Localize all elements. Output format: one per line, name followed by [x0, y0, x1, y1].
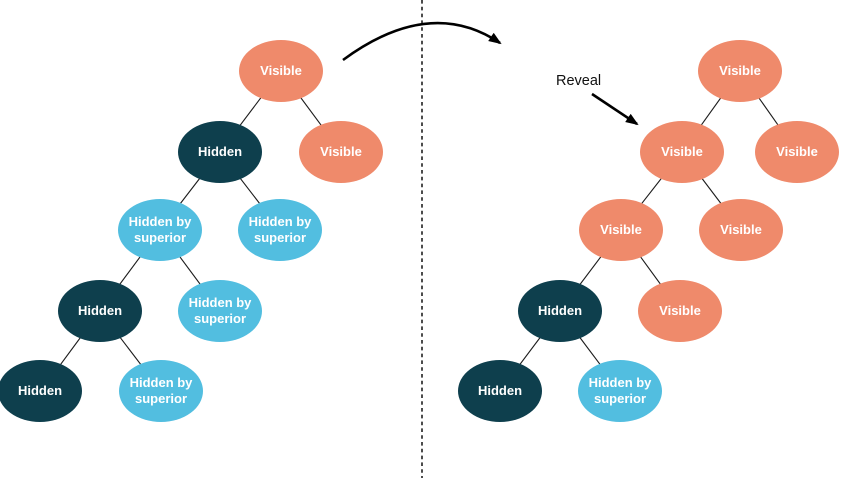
node-label: Visible	[720, 221, 762, 237]
reveal-arrow	[591, 92, 639, 126]
left-tree-node: Hidden by superior	[238, 199, 322, 261]
node-label: Visible	[260, 62, 302, 78]
right-tree-node-root: Visible	[698, 40, 782, 102]
right-tree-node: Hidden by superior	[578, 360, 662, 422]
left-tree-node: Visible	[299, 121, 383, 183]
left-tree-node: Hidden by superior	[119, 360, 203, 422]
node-label: Hidden	[17, 382, 63, 398]
node-label: Visible	[320, 143, 362, 159]
node-label: Visible	[600, 221, 642, 237]
right-tree-node: Visible	[755, 121, 839, 183]
left-tree-node: Hidden by superior	[178, 280, 262, 342]
right-tree-node: Visible	[579, 199, 663, 261]
left-tree-node: Hidden	[58, 280, 142, 342]
right-tree-node: Visible	[699, 199, 783, 261]
transform-arrow	[342, 21, 502, 62]
node-label: Hidden by superior	[128, 213, 192, 245]
right-tree-node-revealed: Visible	[640, 121, 724, 183]
node-label: Hidden	[77, 302, 123, 318]
node-label: Visible	[776, 143, 818, 159]
node-label: Hidden	[477, 382, 523, 398]
node-label: Visible	[659, 302, 701, 318]
left-tree-node: Hidden by superior	[118, 199, 202, 261]
left-tree-node-root: Visible	[239, 40, 323, 102]
right-tree-node: Hidden	[458, 360, 542, 422]
node-label: Hidden by superior	[248, 213, 312, 245]
right-tree-node: Visible	[638, 280, 722, 342]
reveal-label: Reveal	[556, 73, 602, 89]
node-label: Visible	[661, 143, 703, 159]
left-tree-node: Hidden	[178, 121, 262, 183]
node-label: Hidden	[537, 302, 583, 318]
node-label: Visible	[719, 62, 761, 78]
left-tree-node: Hidden	[0, 360, 82, 422]
node-label: Hidden by superior	[129, 374, 193, 406]
node-label: Hidden by superior	[588, 374, 652, 406]
node-label: Hidden by superior	[188, 294, 252, 326]
node-label: Hidden	[197, 143, 243, 159]
right-tree-node: Hidden	[518, 280, 602, 342]
